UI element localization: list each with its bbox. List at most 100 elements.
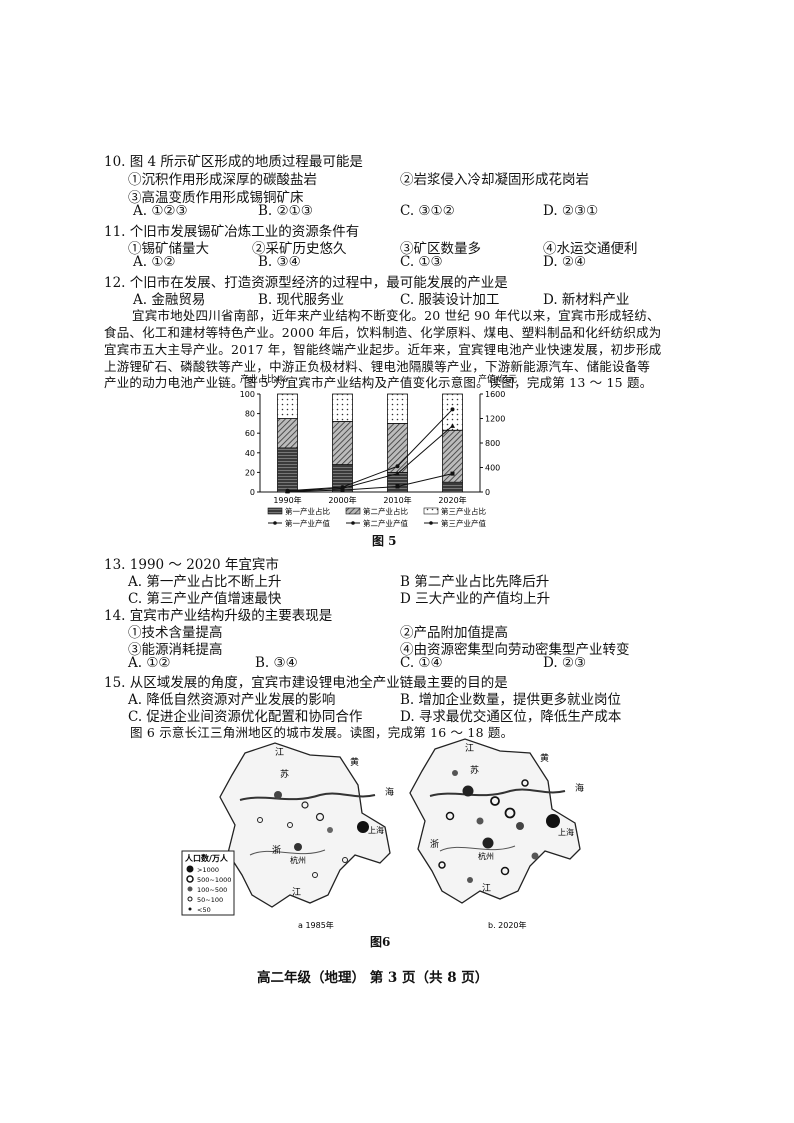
q10-option-1: ①沉积作用形成深厚的碳酸盐岩 (128, 172, 317, 188)
q11-option-1: ①锡矿储量大 (128, 241, 209, 257)
yangtze-river-b (429, 788, 566, 797)
city-hangzhou-b (482, 837, 494, 849)
y-tick-label-left: 100 (240, 390, 255, 399)
map-label: 江 (465, 743, 474, 754)
bar-segment (277, 418, 298, 449)
q15-choice-c: C. 促进企业间资源优化配置和协同合作 (128, 709, 363, 725)
x-tick-label: 1990年 (273, 495, 301, 505)
y-tick-label-right: 400 (485, 464, 500, 473)
border-line-b (439, 845, 516, 852)
passage-line: 产业的动力电池产业链。图 5 为宜宾市产业结构及产值变化示意图。读图，完成第 1… (104, 375, 653, 390)
q11-stem: 11. 个旧市发展锡矿冶炼工业的资源条件有 (104, 224, 360, 240)
legend-swatch (267, 507, 283, 515)
city-marker (500, 866, 510, 876)
q10-option-3: ③高温变质作用形成锡铜矿床 (128, 190, 304, 206)
city-marker (521, 779, 529, 787)
region-outline-a (219, 742, 391, 908)
city-hangzhou-a (294, 843, 302, 851)
map-label: 上海 (368, 825, 384, 835)
y-axis-title-right: 产值/亿元 (478, 373, 517, 385)
q14-choice-b: B. ③④ (255, 655, 298, 671)
city-marker (312, 872, 318, 878)
bar-segment (332, 421, 353, 465)
data-point (395, 471, 400, 476)
legend-marker (186, 875, 194, 883)
city-marker (531, 852, 539, 860)
city-shanghai-a (357, 821, 369, 833)
legend-label: >1000 (197, 866, 219, 874)
legend-label: 第三产业占比 (441, 506, 486, 516)
city-marker (342, 857, 348, 863)
city-marker (327, 827, 333, 833)
city-marker (257, 817, 263, 823)
passage-line: 上游锂矿石、磷酸铁等产业，中游正负极材料、锂电池隔膜等产业，下游新能源汽车、储能… (104, 359, 651, 374)
city-marker (287, 822, 293, 828)
map-label: 江 (275, 747, 284, 758)
city-marker (476, 817, 484, 825)
q13-choice-a: A. 第一产业占比不断上升 (128, 574, 282, 590)
region-outline-b (409, 738, 581, 904)
q14-stem: 14. 宜宾市产业结构升级的主要表现是 (104, 608, 333, 624)
y-axis-title-left: 产业占比/% (240, 373, 288, 385)
y-tick-label-right: 1600 (485, 390, 505, 399)
q12-choice-b: B. 现代服务业 (258, 292, 345, 308)
map-label: 黄 (540, 752, 549, 764)
q14-option-1: ①技术含量提高 (128, 625, 223, 641)
x-tick-label: 2000年 (328, 495, 356, 505)
y-tick-label-right: 1200 (485, 415, 505, 424)
legend-label: 第二产业产值 (363, 518, 408, 528)
map-1985: 江 苏 上海 浙 江 杭州 黄 海 人口数/万人 >1000 500~1000 … (181, 742, 394, 930)
y-tick-label-left: 80 (245, 410, 255, 419)
q14-choice-a: A. ①② (128, 655, 171, 671)
map-label: 苏 (470, 764, 479, 776)
data-point (450, 423, 455, 428)
city-marker (301, 801, 309, 809)
legend-label: 第三产业产值 (441, 518, 486, 528)
q14-option-4: ④由资源密集型向劳动密集型产业转变 (400, 642, 630, 658)
map-legend (181, 850, 235, 916)
city-nanjing-a (274, 791, 282, 799)
bar-segment (387, 393, 408, 424)
passage-line: 宜宾市地处四川省南部，近年来产业结构不断变化。20 世纪 90 年代以来，宜宾市… (132, 308, 660, 323)
map-label: 海 (385, 786, 394, 798)
city-nanjing-b (462, 785, 474, 797)
city-marker (490, 796, 500, 806)
bar-segment (277, 393, 298, 419)
industry-structure-chart: 产业占比/% 产值/亿元 020406080100040080012001600… (240, 373, 517, 528)
q11-choice-d: D. ②④ (543, 254, 587, 270)
q10-choice-b: B. ②①③ (258, 203, 313, 219)
city-marker (315, 812, 325, 822)
bar-segment (442, 481, 463, 493)
legend-swatch (351, 521, 355, 525)
q11-option-2: ②采矿历史悠久 (252, 241, 347, 257)
q10-stem: 10. 图 4 所示矿区形成的地质过程最可能是 (104, 154, 363, 170)
q13-stem: 13. 1990 ～ 2020 年宜宾市 (104, 557, 279, 573)
figure5-caption: 图 5 (372, 534, 397, 548)
city-marker (445, 811, 455, 821)
data-point (340, 485, 345, 491)
q14-option-2: ②产品附加值提高 (400, 625, 508, 641)
figure6-intro: 图 6 示意长江三角洲地区的城市发展。读图，完成第 16 ～ 18 题。 (130, 725, 514, 740)
map-label: 苏 (280, 768, 289, 780)
x-tick-label: 2010年 (383, 495, 411, 505)
q12-choice-a: A. 金融贸易 (133, 292, 206, 308)
yangtze-river-a (239, 792, 376, 801)
data-point (450, 407, 455, 412)
border-line-a (249, 849, 326, 856)
y-tick-label-left: 60 (245, 429, 255, 438)
page-footer: 高二年级（地理） 第 3 页（共 8 页） (257, 970, 489, 986)
city-shanghai-b (546, 814, 560, 828)
q14-choice-d: D. ②③ (543, 655, 587, 671)
data-point (395, 464, 400, 469)
q10-choice-c: C. ③①② (400, 203, 455, 219)
legend-swatch (429, 521, 433, 525)
map-label: 浙 (272, 844, 281, 856)
city-marker (516, 822, 524, 830)
map-label-2020: b. 2020年 (488, 920, 527, 930)
y-tick-label-right: 0 (485, 488, 490, 497)
passage-line: 宜宾市五大主导产业。2017 年，智能终端产业起步。近年来，宜宾锂电池产业快速发… (104, 342, 662, 357)
q11-choice-b: B. ③④ (258, 254, 301, 270)
legend-label: 第二产业占比 (363, 506, 408, 516)
legend-swatch (345, 507, 361, 515)
map-label: 浙 (430, 838, 439, 850)
